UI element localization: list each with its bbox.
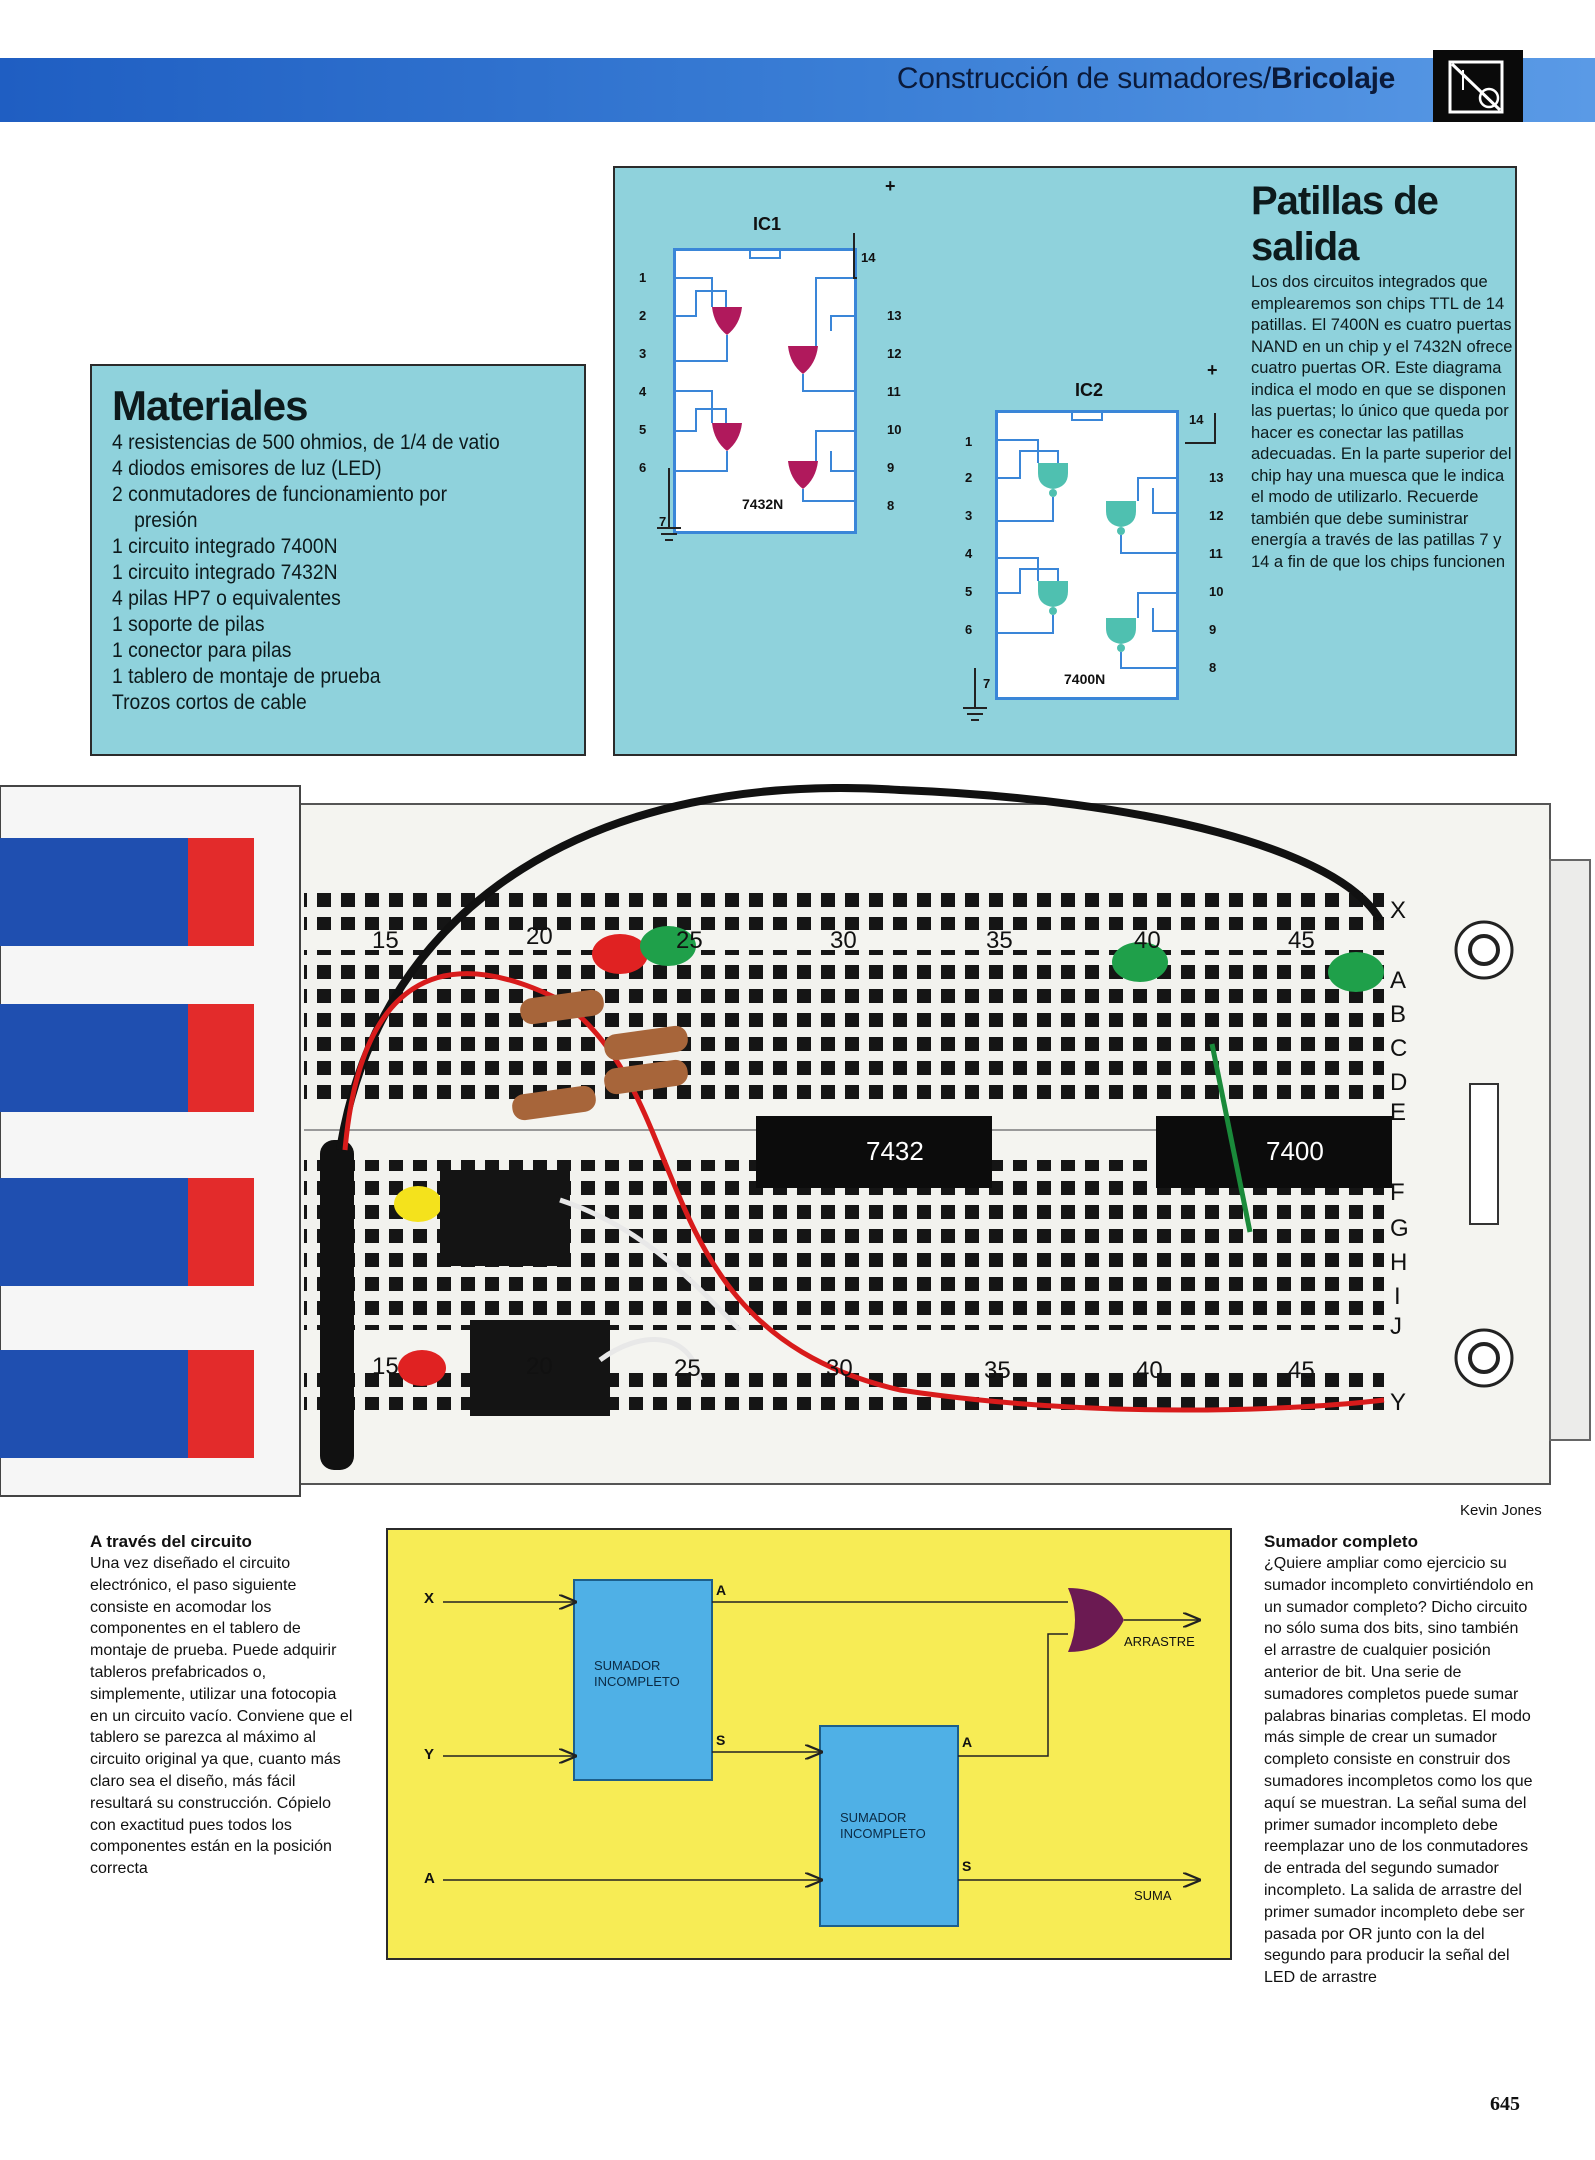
materials-box: Materiales 4 resistencias de 500 ohmios,…	[90, 364, 586, 756]
materials-title: Materiales	[112, 382, 308, 429]
chip-7432-label: 7432	[866, 1136, 924, 1166]
svg-text:C: C	[1390, 1035, 1407, 1062]
sum-output-label: SUMA	[1134, 1888, 1172, 1903]
svg-text:40: 40	[1136, 1357, 1163, 1384]
breadboard-row-letters: X A B C D E F G H I J Y	[1390, 897, 1409, 1416]
adder1-out-s: S	[716, 1732, 726, 1748]
materials-item: Trozos cortos de cable	[112, 691, 307, 714]
materials-item: 4 diodos emisores de luz (LED)	[112, 457, 382, 480]
svg-text:B: B	[1390, 1001, 1406, 1028]
svg-text:E: E	[1390, 1099, 1406, 1126]
adder2-out-a: A	[962, 1734, 973, 1750]
input-y-label: Y	[424, 1746, 435, 1763]
svg-text:45: 45	[1288, 927, 1315, 954]
header-band	[0, 58, 1595, 122]
caption-left-text: Una vez diseñado el circuito electrónico…	[90, 1555, 353, 1878]
svg-text:X: X	[1390, 897, 1406, 924]
ic2-7400n-chip: 7400N	[995, 410, 1179, 700]
full-adder-wiring	[443, 1579, 1230, 1927]
ic2-pins-ground	[963, 413, 1216, 721]
section-logo-icon	[1433, 50, 1523, 122]
caption-right-title: Sumador completo	[1264, 1532, 1418, 1551]
page-header-title: Construcción de sumadores/Bricolaje	[896, 62, 1395, 95]
breadboard-bottom-numbers: 15 20 25 30 35 40 45	[372, 1353, 1315, 1384]
svg-text:Y: Y	[1390, 1389, 1406, 1416]
ic1-label: IC1	[753, 214, 782, 234]
svg-text:G: G	[1390, 1215, 1409, 1242]
svg-text:H: H	[1390, 1249, 1407, 1276]
svg-text:F: F	[1390, 1179, 1405, 1206]
breadboard-top-numbers: 15 20 25 30 35 40 45	[372, 923, 1315, 954]
materials-item: presión	[134, 509, 198, 532]
materials-list: 4 resistencias de 500 ohmios, de 1/4 de …	[112, 430, 500, 716]
adder1-out-a: A	[716, 1582, 727, 1598]
materials-item: 4 resistencias de 500 ohmios, de 1/4 de …	[112, 431, 500, 454]
svg-text:30: 30	[826, 1355, 853, 1382]
svg-text:J: J	[1390, 1313, 1402, 1340]
ic2-part-label: 7400N	[1064, 671, 1106, 687]
svg-text:I: I	[1394, 1283, 1401, 1310]
ic1-7432n-chip: 7432N	[673, 248, 857, 534]
illustration-credit: Kevin Jones	[1460, 1502, 1542, 1519]
svg-text:20: 20	[526, 1353, 553, 1380]
svg-text:15: 15	[372, 927, 399, 954]
ic2-plus: +	[1207, 360, 1218, 380]
svg-text:25: 25	[676, 927, 703, 954]
svg-text:A: A	[1390, 967, 1406, 994]
svg-text:25: 25	[674, 1355, 701, 1382]
svg-text:40: 40	[1134, 927, 1161, 954]
svg-text:30: 30	[830, 927, 857, 954]
ic2-label: IC2	[1075, 380, 1104, 400]
carry-output-label: ARRASTRE	[1124, 1634, 1195, 1649]
svg-text:35: 35	[986, 927, 1013, 954]
adder2-out-s: S	[962, 1858, 972, 1874]
ic1-part-label: 7432N	[742, 496, 784, 512]
chip-7400-label: 7400	[1266, 1136, 1324, 1166]
input-x-label: X	[424, 1590, 435, 1607]
input-a-label: A	[424, 1870, 435, 1887]
svg-text:20: 20	[526, 923, 553, 950]
svg-text:45: 45	[1288, 1357, 1315, 1384]
materials-item: 4 pilas HP7 o equivalentes	[112, 587, 341, 610]
materials-item: 1 conector para pilas	[112, 639, 292, 662]
materials-item: 1 tablero de montaje de prueba	[112, 665, 381, 688]
materials-item: 1 circuito integrado 7400N	[112, 535, 338, 558]
svg-text:15: 15	[372, 1353, 399, 1380]
breadboard-illustration: 15 20 25 30 35 40 45 15 20 25 30 35 40 4…	[0, 784, 1591, 1497]
caption-left-title: A través del circuito	[90, 1532, 252, 1551]
svg-text:D: D	[1390, 1069, 1407, 1096]
pinout-text: Los dos circuitos integrados que emplear…	[1251, 273, 1513, 571]
materials-item: 1 circuito integrado 7432N	[112, 561, 338, 584]
svg-text:35: 35	[984, 1357, 1011, 1384]
page-number: 645	[1490, 2093, 1520, 2115]
ic1-plus: +	[885, 176, 896, 196]
ic1-pins-ground	[657, 233, 857, 541]
materials-item: 1 soporte de pilas	[112, 613, 265, 636]
caption-right-text: ¿Quiere ampliar como ejercicio su sumado…	[1264, 1555, 1534, 1987]
materials-item: 2 conmutadores de funcionamiento por	[112, 483, 448, 506]
